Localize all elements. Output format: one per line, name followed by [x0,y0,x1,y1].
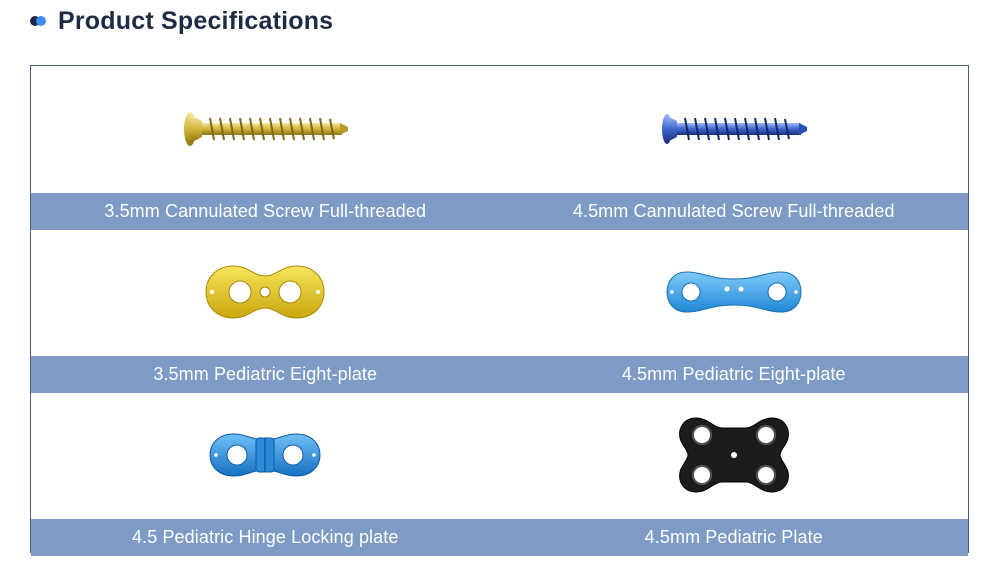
product-cell-4 [500,229,969,355]
product-spec-grid: 3.5mm Cannulated Screw Full-threaded 4.5… [30,65,969,556]
product-label-4: 4.5mm Pediatric Eight-plate [621,364,846,384]
blue-cannulated-screw-image[interactable] [659,109,809,149]
spec-row-3-images [31,392,968,518]
gold-cannulated-screw-image[interactable] [180,107,350,151]
product-label-3: 3.5mm Pediatric Eight-plate [153,364,378,384]
spec-row-1-images [31,66,968,192]
spec-row-2-labels: 3.5mm Pediatric Eight-plate 4.5mm Pediat… [31,355,968,393]
spec-row-2-images [31,229,968,355]
gold-eight-plate-image[interactable] [202,260,328,324]
product-cell-2 [500,66,969,192]
blue-hinge-locking-plate-image[interactable] [206,430,324,480]
section-heading: Product Specifications [30,4,333,38]
bullet-dots-icon [30,15,48,27]
product-cell-1 [31,66,500,192]
black-pediatric-plate-image[interactable] [676,414,792,496]
product-label-5: 4.5 Pediatric Hinge Locking plate [132,527,399,547]
section-title: Product Specifications [58,6,334,35]
spec-row-1-labels: 3.5mm Cannulated Screw Full-threaded 4.5… [31,192,968,230]
blue-eight-plate-image[interactable] [663,267,805,317]
spec-row-3-labels: 4.5 Pediatric Hinge Locking plate 4.5mm … [31,518,968,556]
product-label-6: 4.5mm Pediatric Plate [644,527,823,547]
product-label-1: 3.5mm Cannulated Screw Full-threaded [104,201,427,221]
product-cell-6 [500,392,969,518]
product-label-2: 4.5mm Cannulated Screw Full-threaded [572,201,895,221]
product-cell-3 [31,229,500,355]
product-cell-5 [31,392,500,518]
